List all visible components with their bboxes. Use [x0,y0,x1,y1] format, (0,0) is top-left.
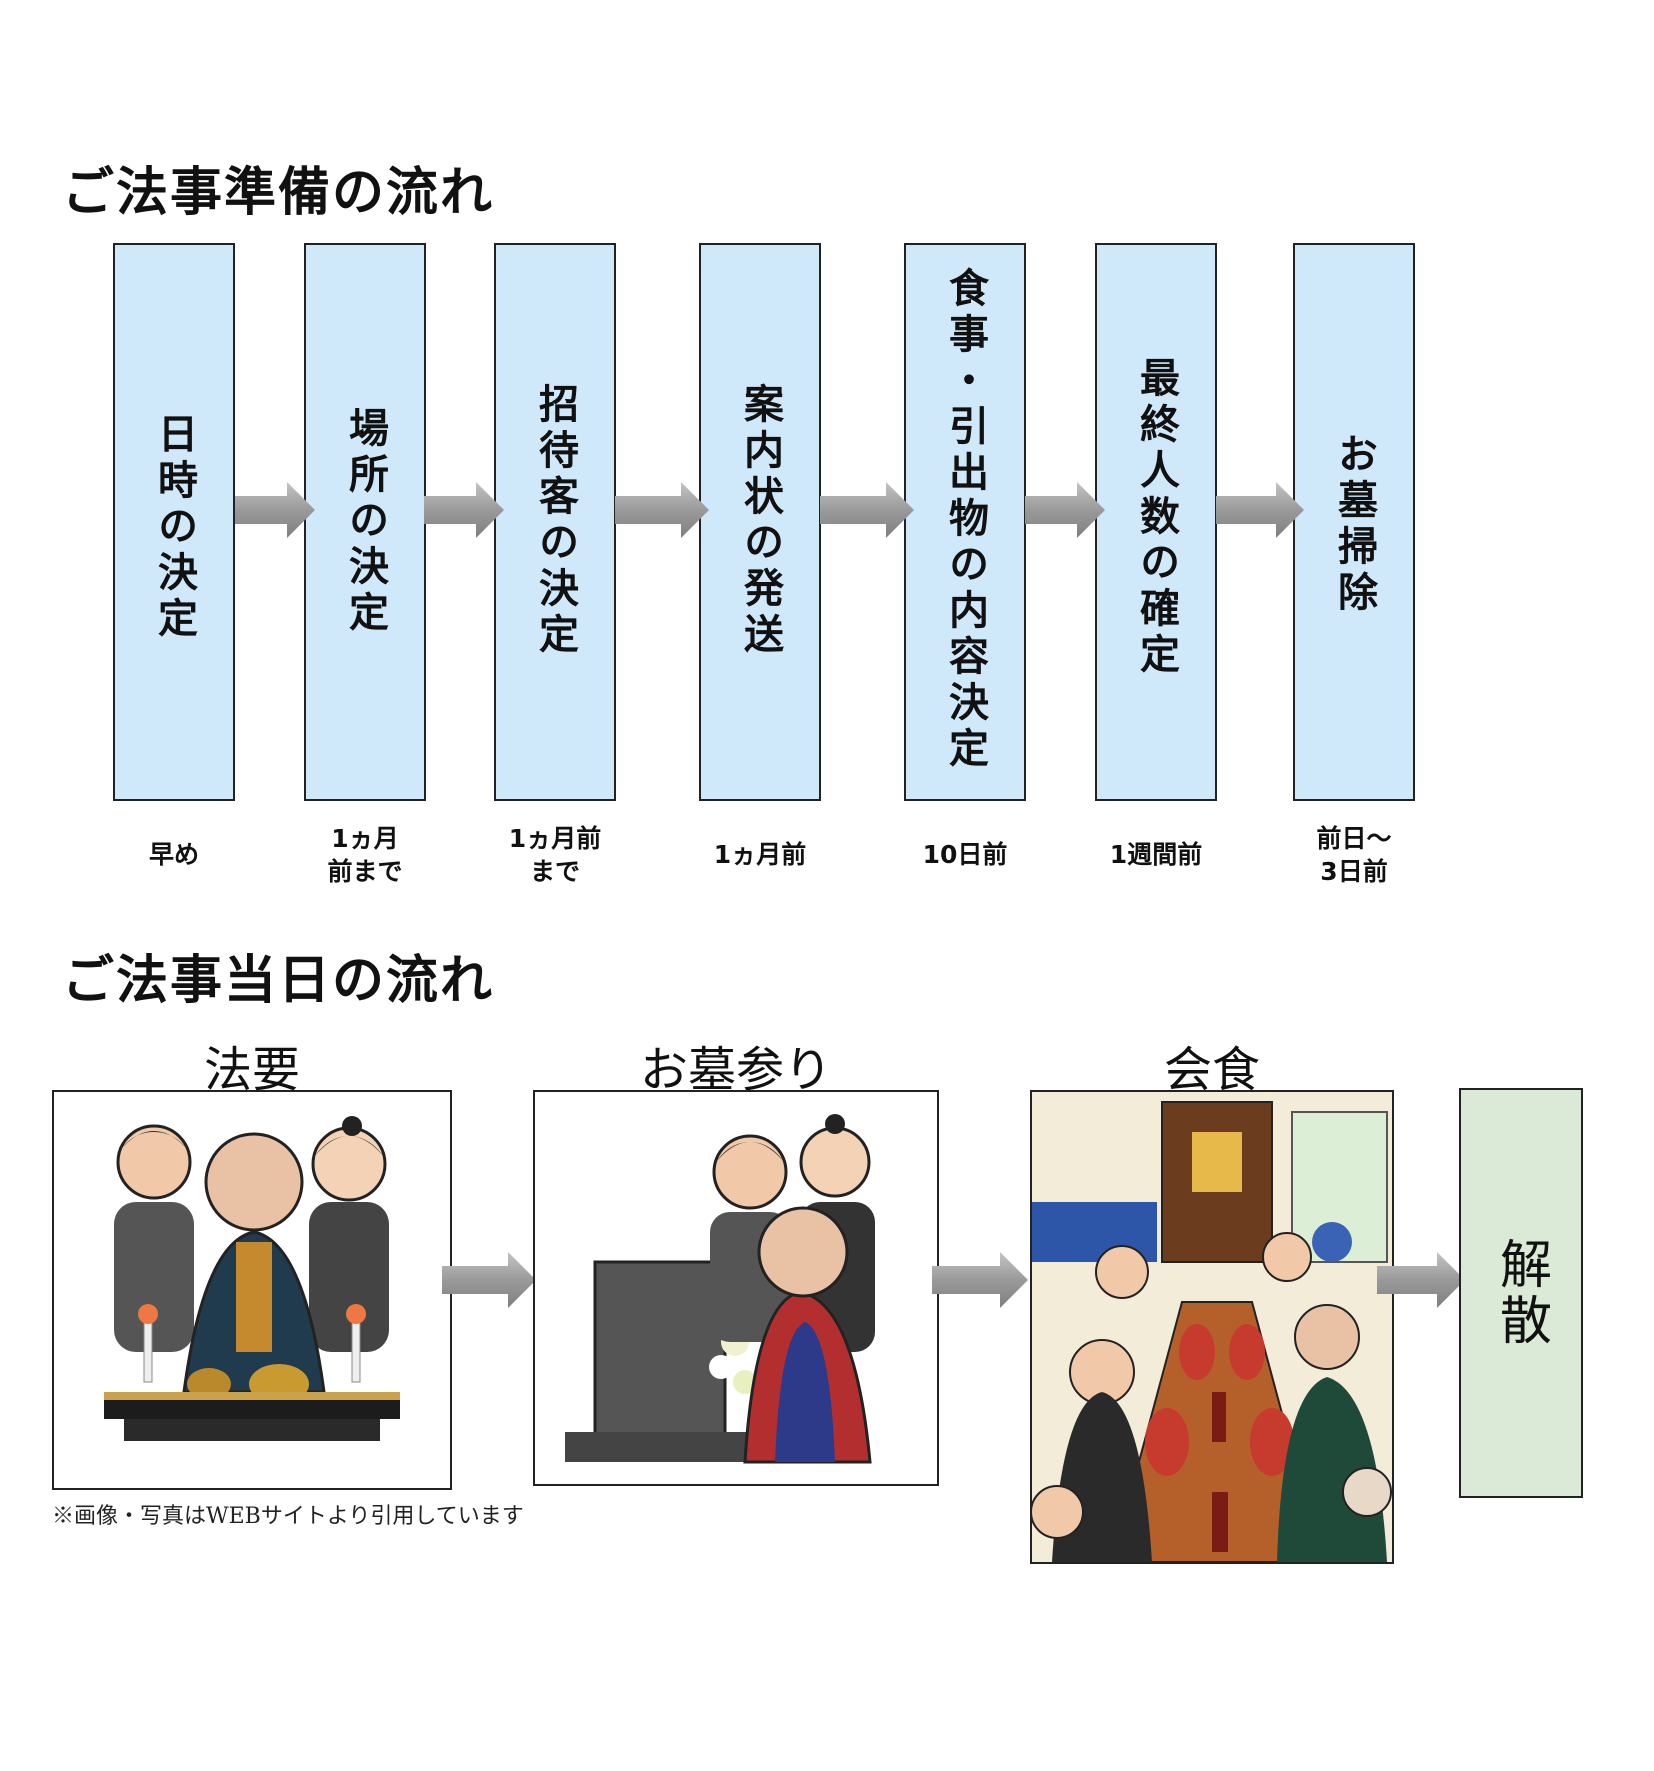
arrow-right-icon [1025,482,1105,538]
step-label: 日時の決定 [151,413,198,643]
step-label: 場所の決定 [342,407,389,637]
image-source-note: ※画像・写真はWEBサイトより引用しています [52,1504,524,1529]
step-label: 食事・引出物の内容決定 [942,267,989,773]
arrow-right-icon [615,482,709,538]
final-step-dismissal: 解散 [1459,1088,1583,1498]
meal-illustration [1030,1090,1394,1564]
preparation-title: ご法事準備の流れ [62,162,495,223]
arrow-right-icon [1377,1252,1465,1308]
stage-label-memorial-service: 法要 [203,1042,300,1098]
timing-label: 1ヵ月前 [713,840,807,869]
step-grave-cleaning: お墓掃除 [1293,243,1415,801]
arrow-right-icon [235,482,315,538]
step-meal-gift-decision: 食事・引出物の内容決定 [904,243,1026,801]
final-step-label: 解散 [1490,1237,1551,1349]
step-label: 招待客の決定 [532,383,579,659]
step-date-decision: 日時の決定 [113,243,235,801]
grave-visit-illustration [533,1090,939,1486]
timing-label: 前日～3日前 [1316,824,1392,886]
memorial-service-illustration [52,1090,452,1490]
step-final-headcount: 最終人数の確定 [1095,243,1217,801]
arrow-right-icon [820,482,914,538]
stage-label-meal: 会食 [1163,1042,1260,1098]
step-guest-decision: 招待客の決定 [494,243,616,801]
arrow-right-icon [1216,482,1304,538]
timing-label: 1ヵ月前まで [508,824,602,886]
timing-label: 1ヵ月前まで [327,824,403,886]
step-label: お墓掃除 [1331,433,1378,617]
timing-label: 早め [148,840,199,869]
timing-label: 10日前 [922,840,1008,869]
stage-label-grave-visit: お墓参り [639,1042,832,1098]
timing-label: 1週間前 [1109,840,1203,869]
step-venue-decision: 場所の決定 [304,243,426,801]
arrow-right-icon [424,482,504,538]
arrow-right-icon [932,1252,1028,1308]
arrow-right-icon [442,1252,536,1308]
dayof-title: ご法事当日の流れ [62,950,495,1011]
step-label: 案内状の発送 [737,383,784,659]
step-label: 最終人数の確定 [1133,357,1180,679]
step-invitation-send: 案内状の発送 [699,243,821,801]
